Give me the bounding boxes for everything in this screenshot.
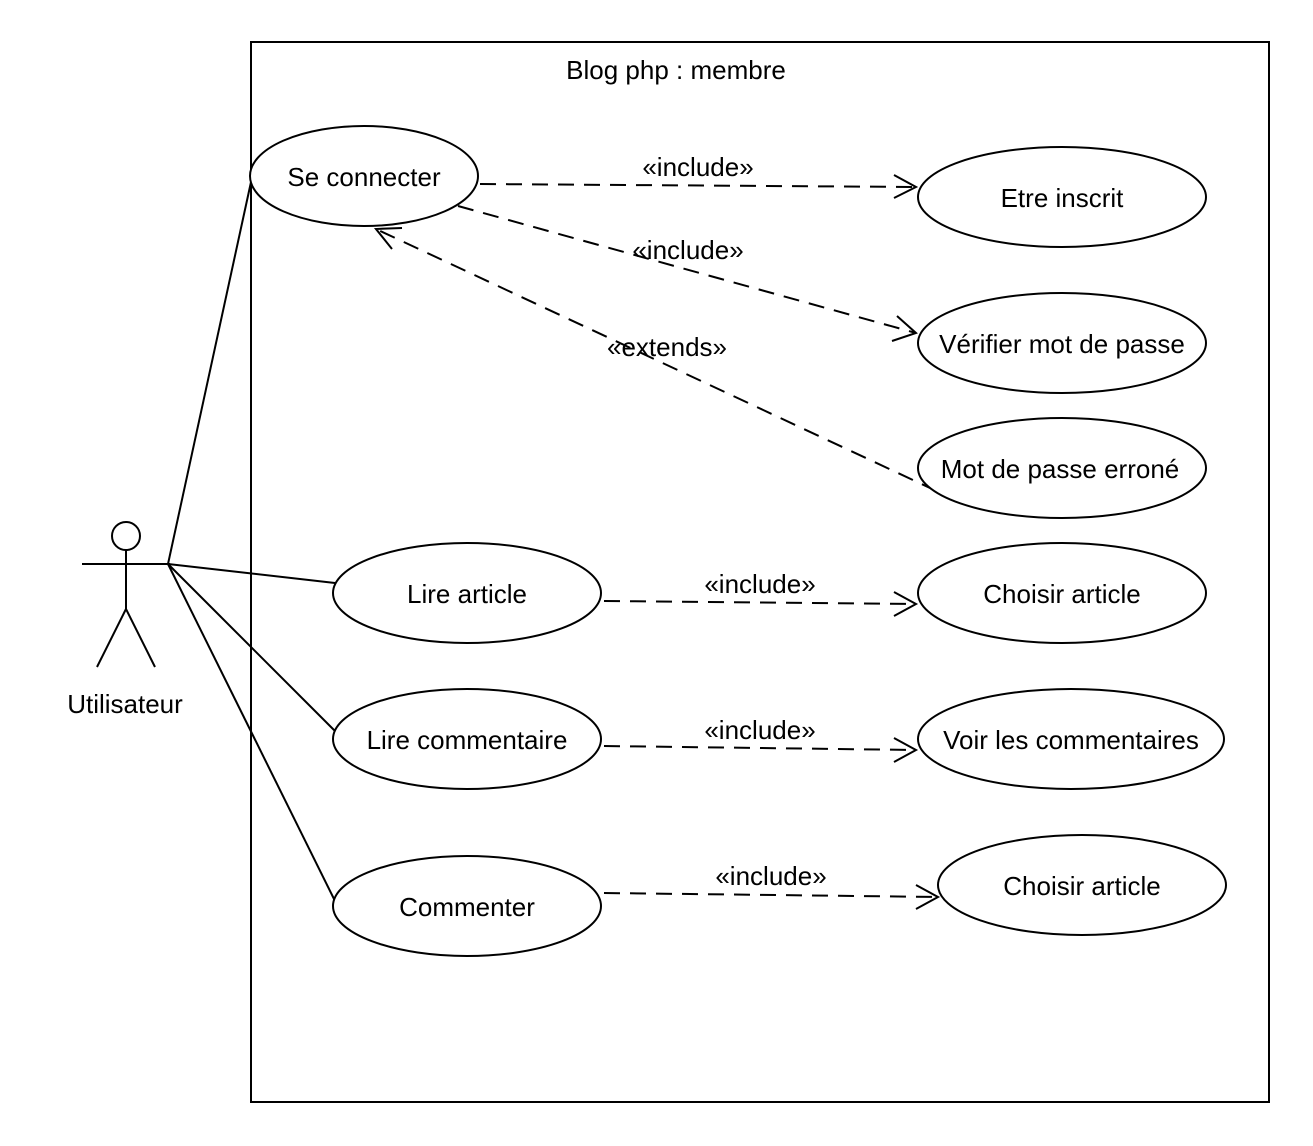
use-case-lire-article: Lire article	[332, 542, 602, 644]
use-case-label: Lire article	[407, 579, 527, 609]
use-case-commenter: Commenter	[332, 855, 602, 957]
include-label-4: «include»	[704, 715, 815, 745]
use-case-label: Vérifier mot de passe	[939, 329, 1185, 359]
use-case-lire-commentaire: Lire commentaire	[332, 688, 602, 790]
extends-mdp-errone-se-connecter	[373, 227, 961, 503]
include-label-5: «include»	[715, 861, 826, 891]
include-label-2: «include»	[632, 235, 743, 265]
include-commenter-choisir-article	[603, 884, 941, 910]
use-case-label: Etre inscrit	[1001, 183, 1125, 213]
association-lire-commentaire	[167, 563, 336, 732]
include-label-3: «include»	[704, 569, 815, 599]
actor-name: Utilisateur	[67, 689, 183, 719]
extends-label: «extends»	[607, 332, 727, 362]
system-title: Blog php : membre	[566, 55, 786, 85]
use-case-label: Se connecter	[287, 162, 441, 192]
include-se-connecter-etre-inscrit	[479, 174, 919, 199]
use-case-label: Choisir article	[983, 579, 1141, 609]
use-case-label: Commenter	[399, 892, 535, 922]
use-case-choisir-article-2: Choisir article	[937, 834, 1227, 936]
include-se-connecter-verifier-mdp	[457, 205, 918, 342]
use-case-voir-les-commentaires: Voir les commentaires	[917, 688, 1225, 790]
association-se-connecter	[167, 181, 252, 565]
use-case-verifier-mot-de-passe: Vérifier mot de passe	[917, 292, 1207, 394]
use-case-se-connecter: Se connecter	[249, 125, 479, 227]
include-lire-commentaire-voir-commentaires	[603, 737, 919, 763]
use-case-label: Lire commentaire	[367, 725, 568, 755]
use-case-label: Voir les commentaires	[943, 725, 1199, 755]
use-case-label: Choisir article	[1003, 871, 1161, 901]
actor-stick-figure-icon	[82, 521, 170, 668]
use-case-etre-inscrit: Etre inscrit	[917, 146, 1207, 248]
include-label-1: «include»	[642, 152, 753, 182]
use-case-label: Mot de passe erroné	[941, 454, 1179, 484]
use-case-mot-de-passe-errone: Mot de passe erroné	[917, 417, 1207, 519]
use-case-choisir-article: Choisir article	[917, 542, 1207, 644]
include-lire-article-choisir-article	[603, 591, 919, 617]
association-commenter	[167, 563, 336, 902]
association-lire-article	[167, 563, 336, 584]
